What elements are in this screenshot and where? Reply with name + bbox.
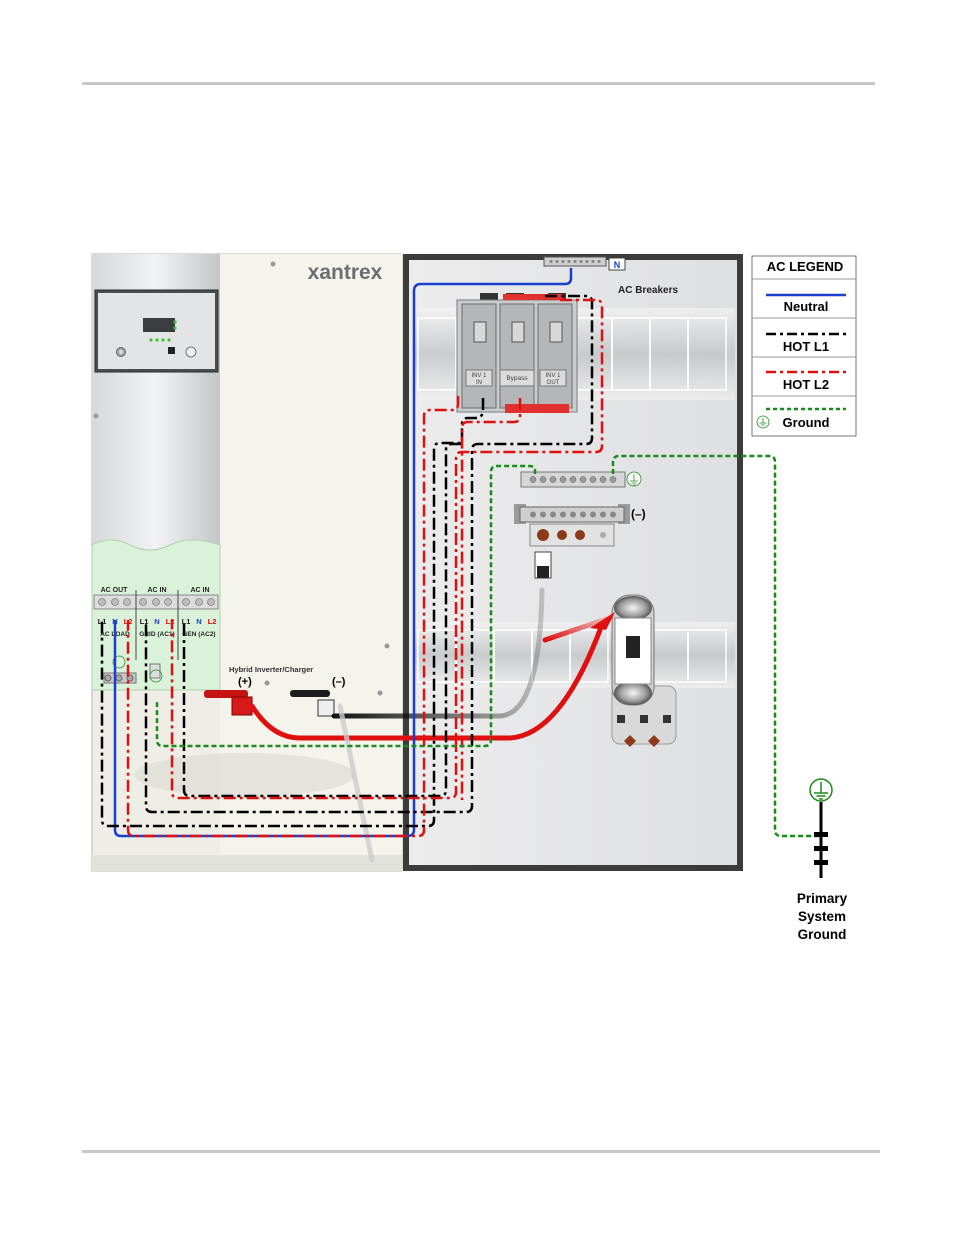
ground-label-line2: System [798, 909, 846, 924]
terminal-group-header-2: AC IN [190, 587, 209, 594]
breaker-2-line1: Bypass [506, 375, 528, 382]
control-panel [95, 290, 218, 372]
ground-label-line1: Primary [797, 891, 848, 906]
terminal-letter-n-c: N [196, 617, 201, 626]
breaker-1-line1: INV 1 [471, 373, 487, 379]
ground-bus-bar [521, 472, 641, 487]
ground-rod-icon [810, 779, 832, 878]
terminal-group-header-1: AC IN [147, 587, 166, 594]
negative-bar-label: (–) [631, 507, 646, 521]
panel-title: AC Breakers [618, 285, 678, 296]
legend-item-hot-l1: HOT L1 [783, 339, 829, 354]
terminal-group-sub-2: GEN (AC2) [182, 631, 215, 638]
legend-item-ground: Ground [783, 415, 830, 430]
terminal-letter-n-b: N [154, 617, 159, 626]
legend-item-neutral: Neutral [784, 299, 829, 314]
breaker-3-line1: INV 1 [545, 373, 561, 379]
breaker-3-line2: OUT [547, 380, 560, 386]
inverter-label: Hybrid Inverter/Charger [229, 665, 313, 674]
dc-positive-label: (+) [238, 676, 252, 688]
neutral-bar-label: N [614, 260, 621, 270]
breaker-bank [457, 293, 577, 413]
terminal-letter-l2-c: L2 [208, 617, 217, 626]
terminal-group-sub-1: GRID (AC1) [139, 631, 174, 638]
breaker-1-line2: IN [476, 380, 482, 386]
ground-label-line3: Ground [798, 927, 847, 942]
legend-item-hot-l2: HOT L2 [783, 377, 829, 392]
brand-logo: xantrex [308, 261, 383, 284]
terminal-group-header-0: AC OUT [101, 587, 129, 594]
dc-negative-label: (–) [332, 676, 346, 688]
legend-title: AC LEGEND [767, 259, 844, 274]
